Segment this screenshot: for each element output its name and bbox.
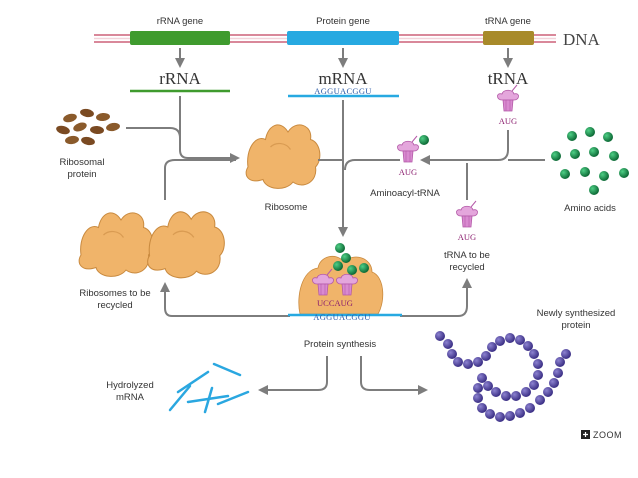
trna-gene-segment	[483, 31, 534, 45]
trna-cloverleaf-icon	[497, 84, 519, 112]
hydrolyzed-mrna-fragments	[168, 362, 250, 414]
protein-bead	[511, 391, 521, 401]
arrow-synthesis-to-recycled-ribosomes	[160, 282, 290, 317]
mrna-label: mRNA	[318, 69, 368, 88]
trna-recycled-label-1: tRNA to be	[444, 250, 490, 261]
protein-bead	[477, 403, 487, 413]
protein-bead	[553, 368, 563, 378]
synthesis-mrna-sequence: AGGUACGGU	[313, 312, 370, 322]
protein-bead	[495, 336, 505, 346]
protein-bead	[487, 342, 497, 352]
protein-bead	[447, 349, 457, 359]
protein-gene-label: Protein gene	[316, 16, 370, 27]
protein-bead	[463, 359, 473, 369]
trna-label: tRNA	[488, 69, 529, 88]
arrow-trna-to-aminoacyl	[420, 130, 509, 165]
arrow-ribosomal-protein-to-ribosome	[126, 127, 181, 150]
protein-bead	[529, 380, 539, 390]
protein-synthesis-label: Protein synthesis	[304, 339, 377, 350]
amino-acids-label: Amino acids	[564, 203, 616, 214]
protein-bead	[481, 351, 491, 361]
protein-bead	[533, 359, 543, 369]
protein-bead	[521, 387, 531, 397]
hydrolyzed-label-2: mRNA	[116, 392, 145, 403]
mrna-sequence: AGGUACGGU	[314, 86, 371, 96]
arrow-synthesis-to-recycled-trna	[400, 278, 472, 317]
aminoacyl-anticodon: AUG	[399, 167, 417, 177]
new-protein-label-1: Newly synthesized	[537, 308, 616, 319]
rrna-gene-label: rRNA gene	[157, 16, 203, 27]
protein-bead	[473, 383, 483, 393]
protein-bead	[523, 341, 533, 351]
recycled-trna-anticodon: AUG	[458, 232, 476, 242]
protein-bead	[491, 387, 501, 397]
ribosomes-recycled-label-1: Ribosomes to be	[79, 288, 150, 299]
protein-bead	[495, 412, 505, 422]
protein-bead	[473, 393, 483, 403]
arrow-ribosome-recycle-up	[164, 159, 236, 200]
protein-gene-segment	[287, 31, 399, 45]
ribosomes-recycled-label-2: recycled	[97, 300, 132, 311]
protein-bead	[555, 357, 565, 367]
recycled-ribosome-large	[146, 211, 225, 279]
rrna-gene-segment	[130, 31, 230, 45]
arrow-synthesis-to-hydrolyzed	[258, 356, 328, 395]
new-protein-chain	[435, 331, 571, 422]
trna-gene-label: tRNA gene	[485, 16, 531, 27]
protein-bead	[515, 335, 525, 345]
protein-bead	[485, 409, 495, 419]
protein-bead	[549, 378, 559, 388]
synthesis-anticodons: UCCAUG	[317, 298, 353, 308]
rrna-label: rRNA	[159, 69, 201, 88]
aminoacyl-amino-acid	[419, 135, 429, 145]
trna-recycled-label-2: recycled	[449, 262, 484, 273]
new-protein-label-2: protein	[561, 320, 590, 331]
arrow-aminoacyl-to-synthesis	[344, 159, 400, 171]
protein-bead	[533, 370, 543, 380]
protein-bead	[483, 381, 493, 391]
protein-bead	[473, 357, 483, 367]
protein-bead	[529, 349, 539, 359]
recycled-trna-icon	[456, 200, 478, 228]
protein-bead	[535, 395, 545, 405]
protein-bead	[515, 408, 525, 418]
trna-anticodon: AUG	[499, 116, 517, 126]
protein-bead	[543, 387, 553, 397]
ribosomal-protein-label-2: protein	[67, 169, 96, 180]
ribosome	[245, 124, 321, 189]
arrow-synthesis-to-new-protein	[360, 356, 428, 395]
arrow-rrna-to-ribosome	[179, 96, 240, 163]
protein-bead	[501, 391, 511, 401]
ribosomal-protein-label-1: Ribosomal	[60, 157, 105, 168]
ribosomal-protein-cluster	[56, 108, 120, 146]
protein-bead	[525, 403, 535, 413]
protein-bead	[443, 339, 453, 349]
hydrolyzed-label-1: Hydrolyzed	[106, 380, 154, 391]
protein-synthesis-complex	[288, 243, 402, 317]
protein-bead	[453, 357, 463, 367]
protein-bead	[435, 331, 445, 341]
dna-label: DNA	[563, 30, 601, 49]
protein-bead	[561, 349, 571, 359]
protein-bead	[505, 333, 515, 343]
aminoacyl-trna-label: Aminoacyl-tRNA	[370, 188, 440, 199]
aminoacyl-trna-icon	[397, 135, 419, 163]
zoom-label[interactable]: ZOOM	[593, 430, 622, 440]
recycled-ribosome-small	[78, 212, 154, 277]
ribosome-label: Ribosome	[265, 202, 308, 213]
zoom-button[interactable]: ZOOM	[581, 430, 622, 440]
protein-bead	[505, 411, 515, 421]
amino-acids-cluster	[551, 127, 629, 195]
protein-bead	[477, 373, 487, 383]
